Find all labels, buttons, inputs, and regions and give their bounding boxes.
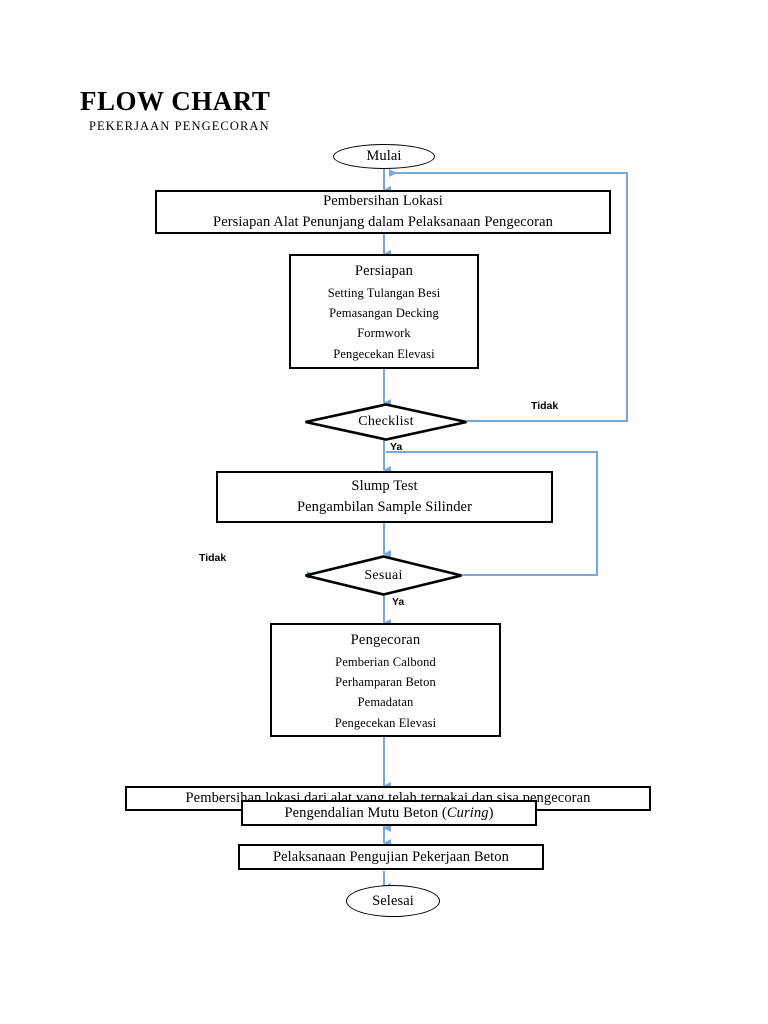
diamond-shape <box>304 555 463 596</box>
edge-label-checklist-tidak: Tidak <box>531 400 559 412</box>
edge-label-sesuai-tidak: Tidak <box>199 552 227 564</box>
node-curing-prefix: Pengendalian Mutu Beton ( <box>284 804 447 821</box>
node-end-label: Selesai <box>372 892 414 909</box>
node-persiapan-item-1: Setting Tulangan Besi <box>327 285 441 300</box>
node-pengecoran-heading: Pengecoran <box>350 632 421 648</box>
edge-label-sesuai-ya: Ya <box>392 596 405 608</box>
node-slump-test[interactable]: Slump Test Pengambilan Sample Silinder <box>216 471 553 523</box>
node-slump-test-line2: Pengambilan Sample Silinder <box>296 499 473 515</box>
node-pengujian[interactable]: Pelaksanaan Pengujian Pekerjaan Beton <box>238 844 544 870</box>
node-pengecoran-item-3: Pemadatan <box>357 695 414 710</box>
edge-label-checklist-ya: Ya <box>390 441 403 453</box>
page-title: FLOW CHART <box>80 86 271 116</box>
diamond-shape <box>304 403 468 441</box>
node-start[interactable]: Mulai <box>333 144 435 169</box>
node-sesuai-label: Sesuai <box>364 567 403 583</box>
node-checklist-label: Checklist <box>358 414 414 429</box>
node-persiapan-heading: Persiapan <box>354 263 414 279</box>
node-pengujian-label: Pelaksanaan Pengujian Pekerjaan Beton <box>272 848 510 865</box>
node-curing-suffix: ) <box>488 804 494 821</box>
node-start-label: Mulai <box>366 148 402 165</box>
node-persiapan-item-4: Pengecekan Elevasi <box>333 346 435 361</box>
node-persiapan-item-2: Pemasangan Decking <box>329 306 439 320</box>
page-subtitle: PEKERJAAN PENGECORAN <box>89 119 270 133</box>
node-pengecoran-item-4: Pengecekan Elevasi <box>334 715 437 730</box>
node-sesuai[interactable]: Sesuai <box>304 555 463 596</box>
node-persiapan[interactable]: Persiapan Setting Tulangan Besi Pemasang… <box>289 254 479 369</box>
node-pengecoran[interactable]: Pengecoran Pemberian Calbond Perhamparan… <box>270 623 501 737</box>
node-curing-emphasis: Curing <box>446 804 489 821</box>
node-curing[interactable]: Pengendalian Mutu Beton (Curing) <box>241 800 537 826</box>
node-pengecoran-item-2: Perhamparan Beton <box>335 675 436 689</box>
node-checklist[interactable]: Checklist <box>304 403 468 441</box>
node-persiapan-item-3: Formwork <box>357 326 411 341</box>
node-curing-label: Pengendalian Mutu Beton (Curing) <box>284 803 493 824</box>
node-pengecoran-item-1: Pemberian Calbond <box>335 654 436 669</box>
node-cleanup-location[interactable]: Pembersihan Lokasi Persiapan Alat Penunj… <box>155 190 611 234</box>
node-cleanup-location-line1: Pembersihan Lokasi <box>323 193 443 210</box>
node-cleanup-location-line2: Persiapan Alat Penunjang dalam Pelaksana… <box>213 214 553 230</box>
node-slump-test-line1: Slump Test <box>351 478 418 495</box>
node-end[interactable]: Selesai <box>346 885 440 917</box>
